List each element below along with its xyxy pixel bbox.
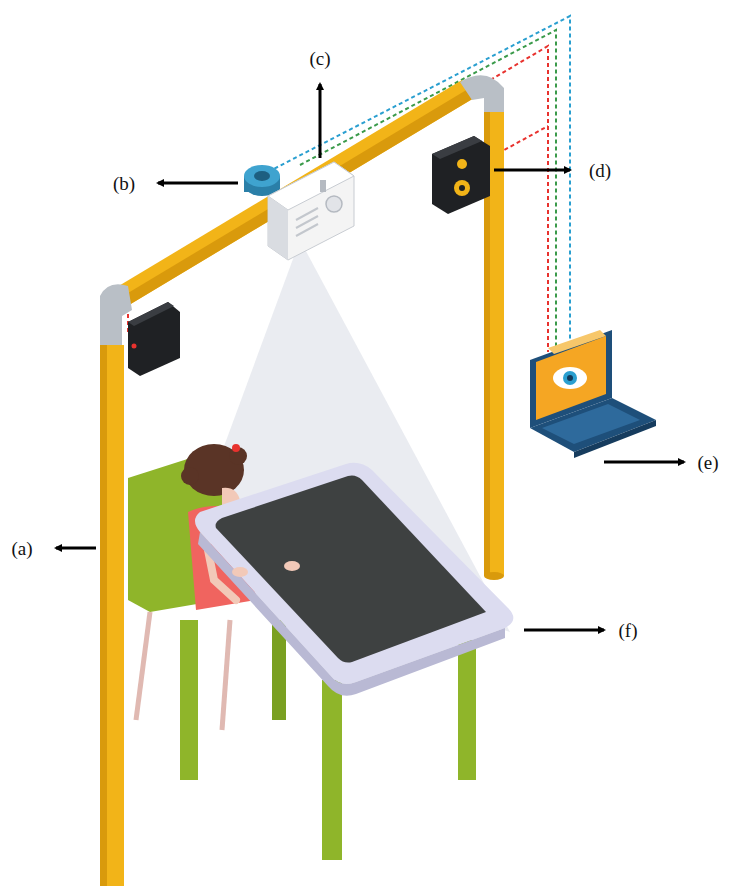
chair-leg: [222, 620, 230, 730]
girl-ponytail: [181, 467, 199, 485]
speaker-cone: [457, 159, 467, 169]
speaker-top: [432, 136, 482, 159]
girl-hand: [232, 567, 248, 577]
camera-top: [244, 165, 280, 187]
projector-button: [320, 180, 326, 192]
eye-iris: [563, 371, 577, 385]
callout-letter: (d): [589, 161, 611, 180]
pipe-elbow: [100, 284, 132, 350]
callout-arrow: [158, 182, 238, 185]
laptop-edge: [574, 420, 656, 458]
speaker: [432, 136, 490, 214]
touch-surface: [216, 476, 486, 663]
table-leg: [322, 680, 342, 860]
table-leg: [458, 640, 476, 780]
callout-arrow: [494, 169, 570, 172]
callout-arrow: [319, 84, 322, 158]
projector-lens: [326, 196, 342, 212]
callout-letter: (f): [619, 621, 638, 640]
table-leg: [180, 620, 198, 780]
laptop-keyboard: [542, 404, 640, 444]
speaker-top: [128, 302, 174, 326]
hair-tie: [232, 444, 240, 452]
eye-pupil: [567, 375, 573, 381]
speaker-cone: [454, 180, 470, 196]
callout-arrow: [604, 461, 684, 464]
eye-icon: [553, 367, 587, 389]
speaker-cone-center: [459, 185, 465, 191]
frame-pole: [100, 345, 124, 886]
girl-hand: [284, 561, 300, 571]
callout-arrow: [56, 547, 96, 550]
frame-pole-shade: [100, 345, 107, 886]
pipe-elbow: [460, 75, 504, 112]
callout-letter: (c): [310, 49, 331, 68]
chair-leg: [136, 612, 150, 720]
speaker-led: [132, 344, 137, 349]
frame-beam: [112, 80, 474, 308]
camera-lens: [254, 171, 270, 181]
callout-letter: (a): [12, 539, 33, 558]
projector-vent: [296, 224, 318, 236]
projector: [268, 162, 354, 260]
speaker: [128, 302, 180, 376]
callout-letter: (e): [698, 453, 719, 472]
callout-arrow: [524, 629, 604, 632]
frame-beam-shade: [118, 89, 474, 308]
pole-foot: [484, 572, 504, 580]
projector-side: [268, 196, 288, 260]
laptop-window: [548, 330, 606, 354]
laptop-base: [530, 398, 656, 452]
callout-letter: (b): [113, 174, 135, 193]
